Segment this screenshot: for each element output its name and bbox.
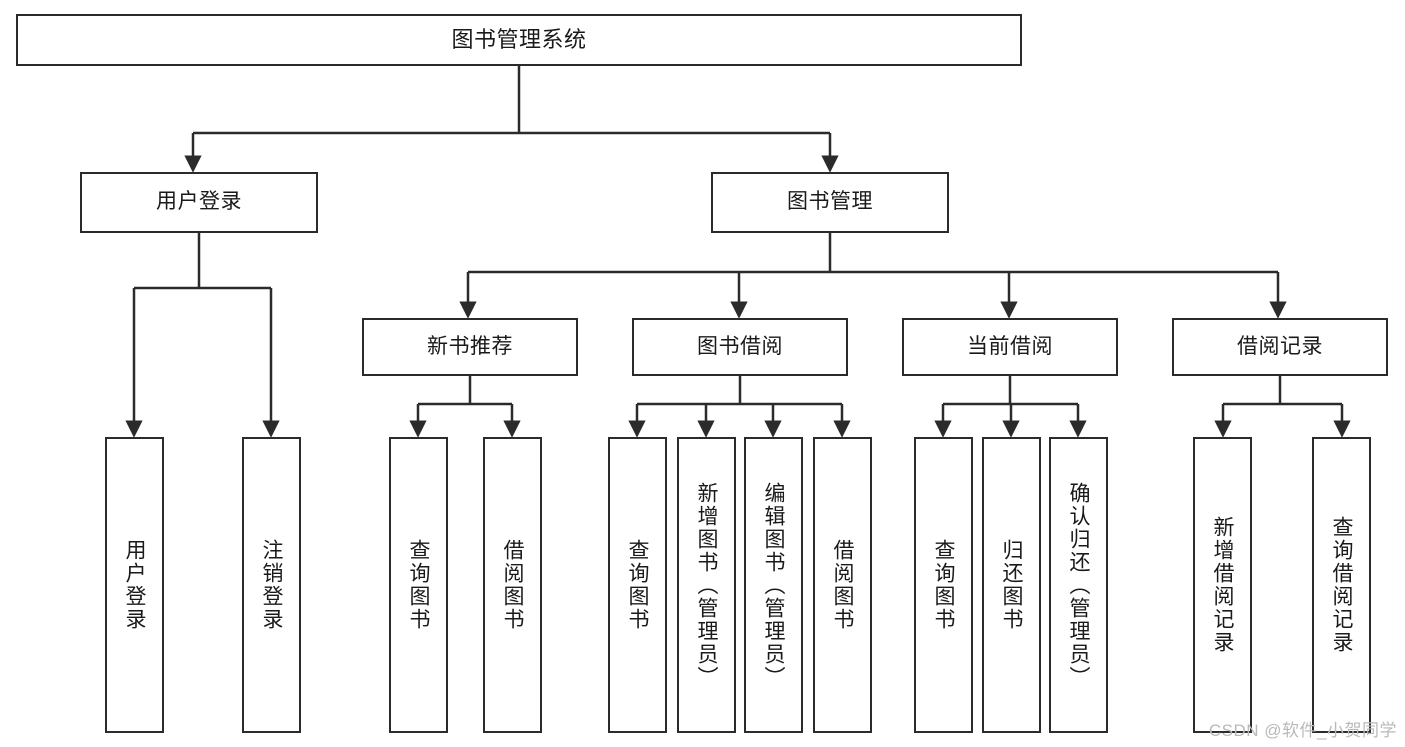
leaf-current-return-book[interactable]: 归还图书 — [982, 437, 1041, 733]
node-label: 确认归还（管理员） — [1067, 481, 1090, 689]
node-book-management[interactable]: 图书管理 — [711, 172, 949, 233]
node-label: 借阅记录 — [1237, 334, 1323, 358]
leaf-newbook-borrow-book[interactable]: 借阅图书 — [483, 437, 542, 733]
node-label: 查询图书 — [407, 539, 430, 631]
leaf-borrow-add-book-admin[interactable]: 新增图书（管理员） — [677, 437, 736, 733]
leaf-borrow-query-book[interactable]: 查询图书 — [608, 437, 667, 733]
leaf-record-add-record[interactable]: 新增借阅记录 — [1193, 437, 1252, 733]
leaf-record-query-record[interactable]: 查询借阅记录 — [1312, 437, 1371, 733]
node-label: 查询借阅记录 — [1330, 516, 1353, 654]
node-label: 图书借阅 — [697, 334, 783, 358]
leaf-borrow-edit-book-admin[interactable]: 编辑图书（管理员） — [744, 437, 803, 733]
node-label: 用户登录 — [123, 539, 146, 631]
node-label: 借阅图书 — [831, 539, 854, 631]
node-label: 新增借阅记录 — [1211, 516, 1234, 654]
leaf-current-query-book[interactable]: 查询图书 — [914, 437, 973, 733]
leaf-current-confirm-return-admin[interactable]: 确认归还（管理员） — [1049, 437, 1108, 733]
node-book-borrow[interactable]: 图书借阅 — [632, 318, 848, 376]
node-label: 编辑图书（管理员） — [762, 481, 785, 689]
leaf-borrow-borrow-book[interactable]: 借阅图书 — [813, 437, 872, 733]
node-new-book-recommend[interactable]: 新书推荐 — [362, 318, 578, 376]
node-label: 查询图书 — [932, 539, 955, 631]
node-label: 图书管理 — [787, 190, 873, 214]
leaf-user-login-signin[interactable]: 用户登录 — [105, 437, 164, 733]
node-label: 注销登录 — [260, 539, 283, 631]
node-label: 用户登录 — [156, 190, 242, 214]
node-label: 当前借阅 — [967, 334, 1053, 358]
node-label: 归还图书 — [1000, 539, 1023, 631]
node-label: 图书管理系统 — [451, 27, 587, 53]
node-label: 查询图书 — [626, 539, 649, 631]
node-label: 借阅图书 — [501, 539, 524, 631]
leaf-newbook-query-book[interactable]: 查询图书 — [389, 437, 448, 733]
node-current-borrow[interactable]: 当前借阅 — [902, 318, 1118, 376]
node-user-login[interactable]: 用户登录 — [80, 172, 318, 233]
node-borrow-record[interactable]: 借阅记录 — [1172, 318, 1388, 376]
node-label: 新书推荐 — [427, 334, 513, 358]
node-root-system[interactable]: 图书管理系统 — [16, 14, 1022, 66]
node-label: 新增图书（管理员） — [695, 481, 718, 689]
leaf-user-login-signout[interactable]: 注销登录 — [242, 437, 301, 733]
